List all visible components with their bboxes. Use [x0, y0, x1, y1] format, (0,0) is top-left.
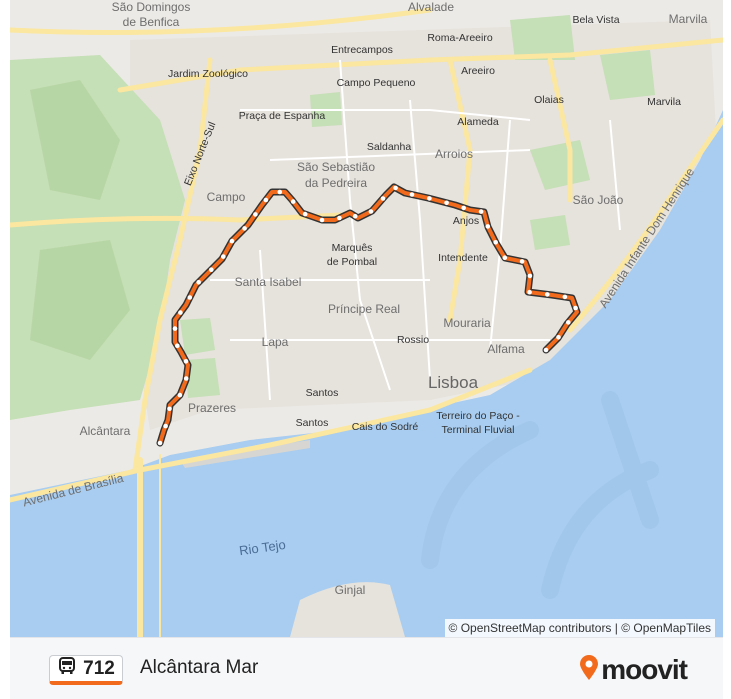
route-stop[interactable]: [229, 238, 235, 244]
label-santos-1: Santos: [306, 387, 339, 399]
bus-icon: [57, 656, 77, 681]
label-ginjal: Ginjal: [335, 583, 366, 597]
label-lapa: Lapa: [262, 335, 289, 349]
label-mouraria: Mouraria: [443, 316, 491, 330]
route-stop[interactable]: [573, 305, 578, 311]
label-jardim-zoologico: Jardim Zoológico: [168, 68, 248, 80]
label-principe-real: Príncipe Real: [328, 302, 400, 316]
label-santos-2: Santos: [296, 417, 329, 429]
route-stop[interactable]: [178, 310, 183, 315]
label-campo: Campo: [207, 190, 246, 204]
label-terreiro: Terreiro do Paço -: [436, 410, 520, 422]
map-view[interactable]: São Domingos de Benfica Alvalade Bela Vi…: [10, 0, 723, 637]
label-entrecampos: Entrecampos: [331, 44, 393, 56]
route-stop[interactable]: [485, 224, 491, 229]
label-alfama: Alfama: [487, 342, 525, 356]
label-sao-domingos: São Domingos: [112, 0, 191, 14]
route-stop[interactable]: [196, 280, 201, 285]
route-stop[interactable]: [175, 343, 180, 349]
map-attribution[interactable]: © OpenStreetMap contributors | © OpenMap…: [444, 619, 715, 637]
label-cais-sodre: Cais do Sodré: [352, 421, 419, 433]
label-intendente: Intendente: [438, 252, 488, 264]
label-prazeres: Prazeres: [188, 401, 236, 415]
route-stop[interactable]: [427, 196, 432, 201]
moovit-logo[interactable]: moovit: [579, 654, 688, 686]
route-stop[interactable]: [302, 211, 308, 217]
route-stop[interactable]: [163, 423, 168, 429]
label-olaias: Olaias: [534, 94, 564, 106]
route-stop[interactable]: [545, 292, 550, 297]
label-marvila-top: Marvila: [669, 12, 708, 26]
route-stop[interactable]: [368, 209, 374, 214]
route-stop[interactable]: [221, 254, 226, 259]
route-stop[interactable]: [556, 335, 561, 340]
route-number: 712: [83, 657, 115, 679]
label-alcantara: Alcântara: [80, 424, 131, 438]
label-marques: Marquês: [332, 242, 373, 254]
label-saldanha: Saldanha: [367, 141, 412, 153]
route-stop[interactable]: [566, 320, 571, 325]
route-stop[interactable]: [352, 213, 358, 219]
label-marvila: Marvila: [647, 96, 681, 108]
route-footer: 712 Alcântara Mar moovit: [10, 637, 723, 699]
label-terminal: Terminal Fluvial: [442, 424, 515, 436]
route-destination: Alcântara Mar: [140, 657, 259, 678]
route-stop[interactable]: [562, 294, 568, 300]
label-praca-espanha: Praça de Espanha: [239, 110, 326, 122]
route-stop[interactable]: [157, 440, 163, 446]
label-lisboa: Lisboa: [428, 373, 479, 392]
label-da-pedreira: da Pedreira: [305, 176, 367, 190]
route-stop[interactable]: [519, 259, 525, 264]
label-de-pombal: de Pombal: [327, 256, 377, 268]
label-anjos: Anjos: [453, 215, 479, 227]
label-campo-pequeno: Campo Pequeno: [337, 77, 416, 89]
route-stop[interactable]: [242, 226, 247, 231]
route-stop[interactable]: [290, 199, 296, 204]
label-areeiro: Areeiro: [461, 65, 495, 77]
label-bela-vista: Bela Vista: [572, 14, 619, 26]
route-stop[interactable]: [177, 392, 183, 398]
route-stop[interactable]: [393, 185, 398, 191]
route-stop[interactable]: [183, 376, 189, 381]
label-alameda: Alameda: [457, 116, 499, 128]
route-stop[interactable]: [493, 240, 499, 245]
route-stop[interactable]: [502, 255, 508, 260]
route-stop[interactable]: [209, 267, 214, 273]
route-stops: [157, 185, 578, 446]
route-stop[interactable]: [172, 326, 178, 331]
label-sao-joao: São João: [573, 193, 624, 207]
route-stop[interactable]: [337, 215, 342, 221]
route-stop[interactable]: [543, 347, 549, 353]
route-stop[interactable]: [253, 212, 258, 217]
route-stop[interactable]: [380, 196, 386, 201]
route-stop[interactable]: [527, 289, 532, 295]
route-badge[interactable]: 712: [49, 655, 123, 685]
route-stop[interactable]: [277, 189, 283, 195]
route-stop[interactable]: [187, 295, 193, 300]
map-canvas: São Domingos de Benfica Alvalade Bela Vi…: [10, 0, 723, 637]
route-stop[interactable]: [167, 406, 172, 412]
route-stop[interactable]: [183, 359, 189, 364]
route-stop[interactable]: [263, 197, 269, 203]
label-alvalade: Alvalade: [408, 0, 454, 14]
map-pin-icon: [579, 654, 599, 686]
route-stop[interactable]: [527, 273, 533, 279]
brand-name: moovit: [601, 654, 688, 685]
label-santa-isabel: Santa Isabel: [235, 275, 302, 289]
label-sao-sebastiao: São Sebastião: [297, 160, 375, 174]
label-de-benfica: de Benfica: [123, 15, 180, 29]
label-rossio: Rossio: [397, 334, 429, 346]
route-stop[interactable]: [409, 192, 415, 197]
label-rio-tejo: Rio Tejo: [238, 537, 286, 558]
route-stop[interactable]: [319, 217, 325, 223]
label-roma-areeiro: Roma-Areeiro: [427, 32, 493, 44]
route-stop[interactable]: [461, 205, 467, 211]
tagus-river: [10, 110, 723, 637]
route-stop[interactable]: [444, 200, 449, 206]
route-stop[interactable]: [478, 209, 484, 214]
label-arroios: Arroios: [435, 147, 473, 161]
